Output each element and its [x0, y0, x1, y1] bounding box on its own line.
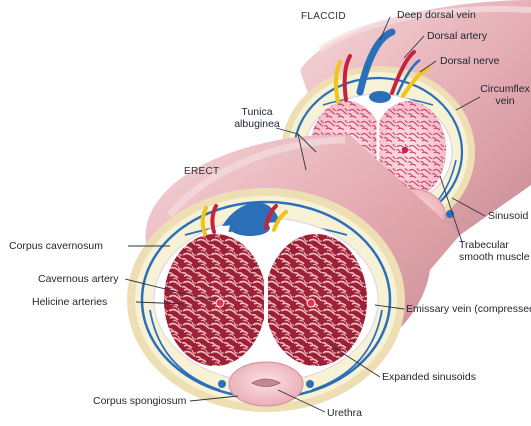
label-dorsal-nerve: Dorsal nerve — [440, 55, 500, 67]
state-label-erect: ERECT — [184, 166, 219, 178]
label-sinusoid: Sinusoid — [488, 210, 528, 222]
state-label-flaccid: FLACCID — [301, 11, 346, 23]
label-cavernous-artery: Cavernous artery — [38, 273, 119, 285]
label-tunica-albuginea-line1: Tunica — [228, 106, 286, 118]
flaccid-cavernous-artery-right — [402, 147, 408, 153]
label-tunica-albuginea-line2: albuginea — [228, 118, 286, 130]
label-circumflex-vein-line1: Circumflex — [479, 83, 531, 95]
erect-cavernous-artery-right — [307, 299, 315, 307]
label-deep-dorsal-vein: Deep dorsal vein — [397, 9, 476, 21]
label-trabecular-smooth-muscle: Trabecular smooth muscle — [459, 239, 530, 263]
label-corpus-spongiosum: Corpus spongiosum — [93, 395, 186, 407]
label-urethra: Urethra — [327, 407, 362, 419]
label-circumflex-vein: Circumflex vein — [479, 83, 531, 107]
label-emissary-vein: Emissary vein (compressed) — [406, 303, 531, 315]
label-tunica-albuginea: Tunica albuginea — [228, 106, 286, 130]
label-circumflex-vein-line2: vein — [479, 95, 531, 107]
erect-cavernous-artery-left — [216, 299, 224, 307]
label-dorsal-artery: Dorsal artery — [427, 30, 487, 42]
label-trabecular-line1: Trabecular — [459, 239, 530, 251]
label-helicine-arteries: Helicine arteries — [32, 296, 107, 308]
label-expanded-sinusoids: Expanded sinusoids — [382, 371, 476, 383]
label-corpus-cavernosum: Corpus cavernosum — [9, 240, 103, 252]
label-trabecular-line2: smooth muscle — [459, 251, 530, 263]
